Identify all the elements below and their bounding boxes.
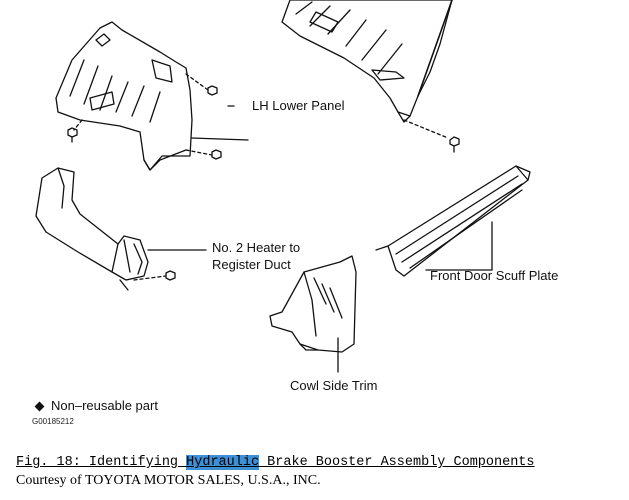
cowl-side-trim-part [269,255,357,353]
legend-text: Non–reusable part [51,398,158,413]
instrument-panel-lower-part [281,0,453,123]
caption-suffix: Brake Booster Assembly Components [259,455,535,470]
caption-prefix: Fig. 18: Identifying [16,455,187,470]
cowl-side-trim-label: Cowl Side Trim [290,378,378,393]
heater-duct-part [35,167,149,291]
heater-duct-label-line2: Register Duct [212,257,291,272]
figure-caption: Fig. 18: Identifying Hydraulic Brake Boo… [16,455,535,470]
lh-lower-panel-label: LH Lower Panel [252,98,345,113]
lh-lower-panel-part [55,21,249,171]
front-door-scuff-plate-label: Front Door Scuff Plate [430,268,559,283]
caption-credit: Courtesy of TOYOTA MOTOR SALES, U.S.A., … [16,473,321,488]
caption-highlight: Hydraulic [186,455,260,470]
panel-screw [403,119,460,153]
heater-duct-label-line1: No. 2 Heater to [212,240,301,255]
front-door-scuff-plate-part [375,165,531,277]
legend: Non–reusable part [33,398,158,413]
diamond-icon [34,401,45,412]
figure-code: G00185212 [32,417,74,426]
lower-panel-screws [67,73,222,160]
duct-screw [133,270,176,281]
